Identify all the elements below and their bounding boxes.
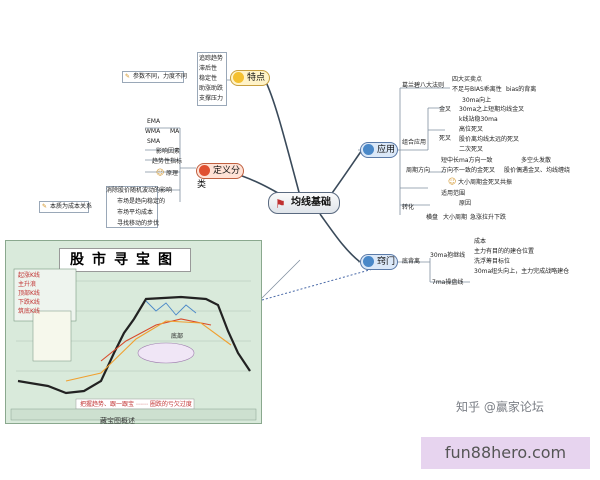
branch-tips[interactable]: 窍门 bbox=[360, 254, 398, 270]
note-icon: ✎ bbox=[42, 203, 48, 210]
app-transform-5: 急涨拉升下跌 bbox=[470, 214, 507, 221]
branch-application[interactable]: 应用 bbox=[360, 142, 398, 158]
legend-item: 主升浪 bbox=[18, 281, 37, 288]
feature-item-4: 助涨助跌 bbox=[199, 85, 224, 92]
app-cycle: 周期方向 bbox=[406, 167, 431, 174]
branch-application-label: 应用 bbox=[377, 145, 396, 155]
legend-item: 底部 bbox=[171, 333, 184, 340]
branch-features-label: 特点 bbox=[247, 73, 266, 83]
feature-list bbox=[197, 52, 227, 106]
def-type-ema: EMA bbox=[147, 118, 161, 125]
app-transform-1: 适用范围 bbox=[441, 190, 466, 197]
features-note-label: 参数不同，力度不同 bbox=[133, 73, 188, 80]
legend-item: 筑底K线 bbox=[18, 308, 40, 315]
application-icon bbox=[363, 144, 374, 155]
flag-icon: ⚑ bbox=[275, 197, 286, 211]
def-side-note-label: 本质为成本关系 bbox=[50, 203, 93, 210]
app-combo-1: 30ma向上 bbox=[462, 97, 492, 104]
app-combo-5: 死叉 bbox=[439, 135, 452, 142]
app-granville-3: bias的背离 bbox=[506, 86, 537, 93]
feature-item-1: 追踪趋势 bbox=[199, 55, 224, 62]
def-indicator: 趋势性指标 bbox=[152, 158, 183, 165]
legend-item: 下跌K线 bbox=[18, 299, 40, 306]
app-transform-4: 大小周期 bbox=[443, 214, 468, 221]
branch-tips-label: 窍门 bbox=[377, 257, 396, 267]
branch-definition[interactable]: 定义分类 bbox=[196, 163, 244, 190]
branch-features[interactable]: 特点 bbox=[230, 70, 270, 86]
treasure-map-panel: 股市寻宝图 起涨K线 主升浪 顶部K线 下跌K线 筑底K线 底部 把握趋势、跟一… bbox=[5, 240, 262, 424]
app-combo-6: 高位死叉 bbox=[459, 126, 484, 133]
app-combo-8: 二次死叉 bbox=[459, 146, 484, 153]
app-combo-4: k线站稳30ma bbox=[459, 116, 498, 123]
feature-item-2: 滞后性 bbox=[199, 65, 218, 72]
features-note bbox=[122, 71, 184, 83]
def-note-3: 市场平均成本 bbox=[117, 209, 154, 216]
central-topic[interactable]: ⚑ 均线基础 bbox=[268, 192, 340, 214]
feature-item-3: 稳定性 bbox=[199, 75, 218, 82]
app-transform: 转化 bbox=[402, 204, 415, 211]
panel-caption: 藏宝图概述 bbox=[100, 417, 135, 425]
tips-ma30: 30ma抱继线 bbox=[430, 252, 466, 259]
definition-side-note bbox=[39, 201, 89, 213]
site-watermark[interactable]: fun88hero.com bbox=[421, 437, 590, 469]
tips-ma30-1: 成本 bbox=[474, 238, 487, 245]
def-type-wma: WMA bbox=[145, 128, 161, 135]
definition-notes bbox=[106, 186, 158, 228]
feature-item-5: 支撑压力 bbox=[199, 95, 224, 102]
smiley-icon: ☺ bbox=[448, 177, 457, 186]
app-combo-7: 股价离均线太远的死叉 bbox=[459, 136, 520, 143]
app-granville-1: 四大买卖点 bbox=[452, 76, 483, 83]
def-note-2: 市场是趋向稳定的 bbox=[117, 198, 166, 205]
tips-ma30-4: 30ma纽头向上，主力完成战略建仓 bbox=[474, 268, 570, 275]
app-transform-2: 原因 bbox=[459, 200, 472, 207]
tips-ma7: 7ma操盘线 bbox=[432, 279, 464, 286]
tips-bottom: 底背离 bbox=[402, 258, 421, 265]
app-combo-3: 30ma之上短期均线金叉 bbox=[459, 106, 525, 113]
def-note-4: 寻找移动的步伐 bbox=[117, 220, 160, 227]
def-note-1: 消除股价随机波动的影响 bbox=[106, 187, 173, 194]
branch-definition-label: 定义分类 bbox=[197, 166, 241, 190]
smiley-icon: ☺ bbox=[156, 168, 165, 177]
definition-icon bbox=[199, 165, 210, 176]
central-topic-label: 均线基础 bbox=[291, 197, 331, 208]
legend-item: 顶部K线 bbox=[18, 290, 40, 297]
app-granville: 葛兰碧八大法则 bbox=[402, 82, 445, 89]
def-factor: 影响因素 bbox=[156, 148, 181, 155]
tips-icon bbox=[363, 256, 374, 267]
watermark-text: 知乎 @赢家论坛 bbox=[456, 400, 544, 414]
def-type-ma: MA bbox=[170, 128, 180, 135]
app-combo: 组合应用 bbox=[402, 139, 427, 146]
app-cycle-2: 多空头发散 bbox=[521, 157, 552, 164]
app-cycle-5: 大小周期金死叉共振 bbox=[458, 179, 513, 186]
tips-ma30-2: 主力有目的的建仓位置 bbox=[474, 248, 535, 255]
app-cycle-3: 方向不一致的金死叉 bbox=[441, 167, 496, 174]
panel-title: 股市寻宝图 bbox=[59, 248, 191, 272]
app-cycle-4: 股价偶遇金叉、均线缠绕 bbox=[504, 167, 571, 174]
app-transform-3: 横盘 bbox=[426, 214, 439, 221]
panel-footer: 把握趋势、跟一跟宝 ⋯⋯ 圈跌的亏欠过度 bbox=[80, 401, 192, 408]
price-cycle-diagram bbox=[10, 268, 257, 421]
def-root: 原理 bbox=[166, 170, 179, 177]
note-icon: ✎ bbox=[125, 73, 131, 80]
features-icon bbox=[233, 72, 244, 83]
app-granville-2: 不足与BIAS乖离性 bbox=[452, 86, 502, 93]
legend-item: 起涨K线 bbox=[18, 272, 40, 279]
def-type-sma: SMA bbox=[147, 138, 161, 145]
tips-ma30-3: 洗浮筹目标位 bbox=[474, 258, 511, 265]
app-cycle-1: 短中长ma方向一致 bbox=[441, 157, 493, 164]
app-combo-2: 金叉 bbox=[439, 106, 452, 113]
